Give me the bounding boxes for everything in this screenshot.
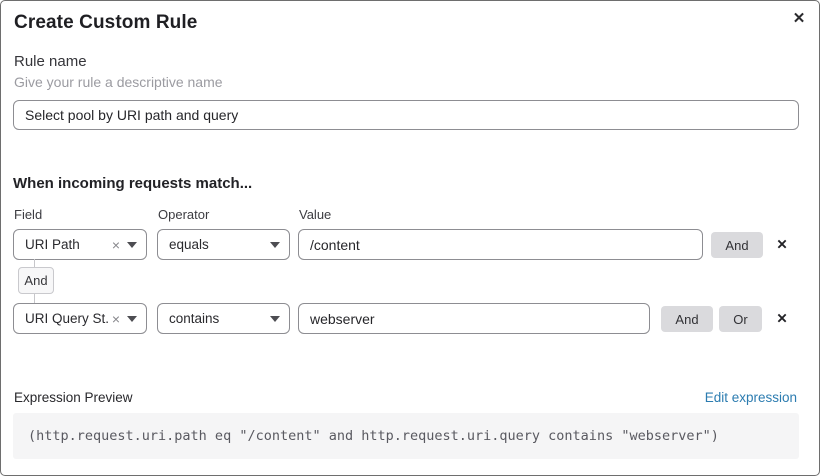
- operator-select-row2[interactable]: contains: [157, 303, 290, 334]
- column-label-operator: Operator: [158, 207, 210, 222]
- value-input-row2[interactable]: [298, 303, 650, 334]
- clear-field-icon[interactable]: ×: [111, 310, 120, 327]
- operator-select-row1-value: equals: [169, 237, 209, 252]
- add-and-condition-button-row1[interactable]: And: [711, 232, 763, 258]
- rule-name-label: Rule name: [14, 53, 87, 70]
- expression-preview-label: Expression Preview: [14, 390, 133, 405]
- field-select-row2[interactable]: URI Query St... ×: [13, 303, 147, 334]
- edit-expression-link[interactable]: Edit expression: [704, 390, 797, 405]
- add-or-condition-button-row2[interactable]: Or: [719, 306, 762, 332]
- connector-and-badge: And: [18, 267, 54, 294]
- clear-field-icon[interactable]: ×: [111, 236, 120, 253]
- column-label-value: Value: [299, 207, 332, 222]
- field-select-row1-value: URI Path: [25, 237, 80, 252]
- close-icon[interactable]: ✕: [788, 7, 810, 29]
- field-select-row2-value: URI Query St...: [25, 311, 108, 326]
- chevron-down-icon: [270, 241, 280, 248]
- dialog-title: Create Custom Rule: [14, 12, 198, 33]
- match-heading: When incoming requests match...: [13, 175, 253, 192]
- operator-select-row1[interactable]: equals: [157, 229, 290, 260]
- expression-code-block: (http.request.uri.path eq "/content" and…: [13, 413, 799, 459]
- chevron-down-icon: [270, 315, 280, 322]
- operator-select-row2-value: contains: [169, 311, 220, 326]
- remove-row2-icon[interactable]: ✕: [771, 308, 793, 330]
- add-and-condition-button-row2[interactable]: And: [661, 306, 713, 332]
- expression-code: (http.request.uri.path eq "/content" and…: [28, 428, 719, 444]
- chevron-down-icon: [127, 315, 137, 322]
- value-input-row1[interactable]: [298, 229, 703, 260]
- rule-name-helper: Give your rule a descriptive name: [14, 74, 223, 90]
- column-label-field: Field: [14, 207, 43, 222]
- field-select-row1[interactable]: URI Path ×: [13, 229, 147, 260]
- chevron-down-icon: [127, 241, 137, 248]
- rule-name-input[interactable]: [13, 100, 799, 130]
- remove-row1-icon[interactable]: ✕: [771, 234, 793, 256]
